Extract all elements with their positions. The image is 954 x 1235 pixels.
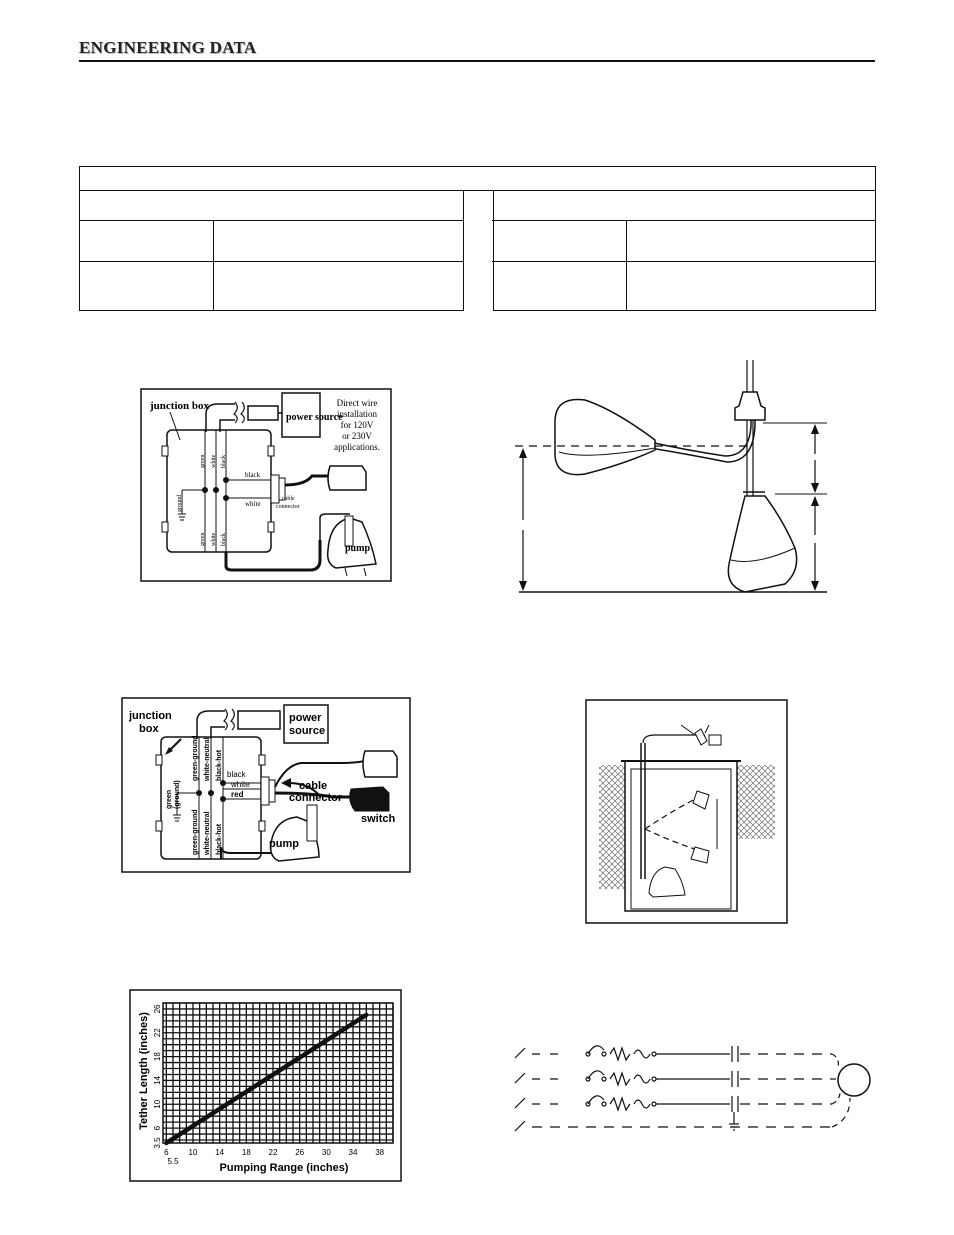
y-tick-label: 6 [153, 1125, 162, 1130]
x-tick-label: 22 [269, 1148, 278, 1157]
spec-table-row-rule-left-2 [79, 261, 463, 262]
x-tick-label: 14 [215, 1148, 224, 1157]
cable-connector-label: connector [276, 504, 300, 510]
cable-connector-label: cable [299, 780, 327, 792]
x-tick-label: 26 [295, 1148, 304, 1157]
x-tick-label: 10 [189, 1148, 198, 1157]
white-wire-label: white [245, 500, 261, 508]
sump-basin-diagram [585, 699, 788, 924]
wire-label: white-neutral [204, 811, 211, 856]
junction-box-label: junction [128, 710, 172, 722]
spec-table-row-rule-left [79, 220, 463, 221]
power-source-label: power [289, 712, 322, 724]
y-tick-labels: 3.5 6 10 14 18 22 26 [153, 1004, 162, 1149]
x-tick-labels: 6 10 14 18 22 26 30 34 38 [164, 1148, 385, 1157]
ground-label: green [166, 790, 173, 809]
junction-box-label: junction box [149, 400, 209, 412]
y-tick-label: 3.5 [153, 1137, 162, 1149]
y-axis-label: Tether Length (inches) [138, 1012, 150, 1130]
piggyback-wiring-diagram: junction box power source green-ground w… [121, 697, 411, 873]
wire-label: black [221, 533, 227, 546]
spec-table-gap [463, 191, 494, 312]
pump-label: pump [269, 838, 299, 850]
spec-table-col-rule-left [213, 220, 214, 311]
spec-table-title-rule [79, 190, 876, 191]
x-tick-label: 30 [322, 1148, 331, 1157]
pump-label: pump [345, 543, 370, 554]
junction-box-label: box [139, 723, 159, 735]
ground-label: ground [177, 495, 183, 512]
series-line [164, 1012, 369, 1146]
x-axis-label: Pumping Range (inches) [220, 1162, 349, 1174]
black-wire-label: black [227, 770, 247, 779]
x-tick-label: 34 [349, 1148, 358, 1157]
power-source-label: power source [286, 412, 343, 423]
y-tick-label: 22 [153, 1028, 162, 1037]
spec-table-row-rule-right-2 [492, 261, 876, 262]
note-line-4: or 230V [342, 431, 372, 441]
wire-label: black-hot [216, 749, 223, 781]
cable-connector-label: connector [289, 792, 343, 804]
spec-table-row-rule-right [492, 220, 876, 221]
note-line-3: for 120V [341, 420, 374, 430]
wire-label: green [200, 455, 206, 468]
note-line-2: installation [337, 409, 377, 419]
y-tick-label: 10 [153, 1099, 162, 1108]
control-circuit-schematic [514, 1045, 871, 1132]
direct-wire-diagram: junction box power source Direct wire in… [140, 388, 392, 582]
spec-table-col-rule-right [626, 220, 627, 311]
wire-label: white [211, 532, 217, 546]
red-wire-label: red [231, 790, 244, 799]
wire-label: black [221, 455, 227, 468]
wire-label: black-hot [216, 823, 223, 855]
page-title: ENGINEERING DATA [79, 38, 257, 57]
y-tick-label: 18 [153, 1052, 162, 1061]
x-tick-label: 6 [164, 1148, 169, 1157]
wire-label: white-neutral [204, 737, 211, 782]
x-tick-label: 18 [242, 1148, 251, 1157]
wire-label: green-ground [192, 736, 199, 782]
wire-label: green [200, 533, 206, 546]
note-line-1: Direct wire [337, 398, 378, 408]
switch-label: switch [361, 813, 396, 825]
y-tick-label: 14 [153, 1075, 162, 1084]
wire-label: green-ground [192, 810, 199, 856]
x-tick-label: 38 [375, 1148, 384, 1157]
chart-series [164, 1012, 369, 1146]
float-dimension-diagram [515, 360, 827, 593]
y-tick-label: 26 [153, 1004, 162, 1013]
black-wire-label: black [245, 471, 261, 479]
header-rule [79, 60, 875, 62]
cable-connector-label: cable [282, 496, 295, 502]
white-wire-label: white [230, 780, 250, 789]
wire-label: white [211, 454, 217, 468]
spec-table-gap-bottom [463, 311, 495, 315]
x-origin-label: 5.5 [167, 1157, 179, 1166]
ground-label: (ground) [174, 780, 181, 809]
power-source-label: source [289, 725, 325, 737]
note-line-5: applications. [334, 442, 380, 452]
